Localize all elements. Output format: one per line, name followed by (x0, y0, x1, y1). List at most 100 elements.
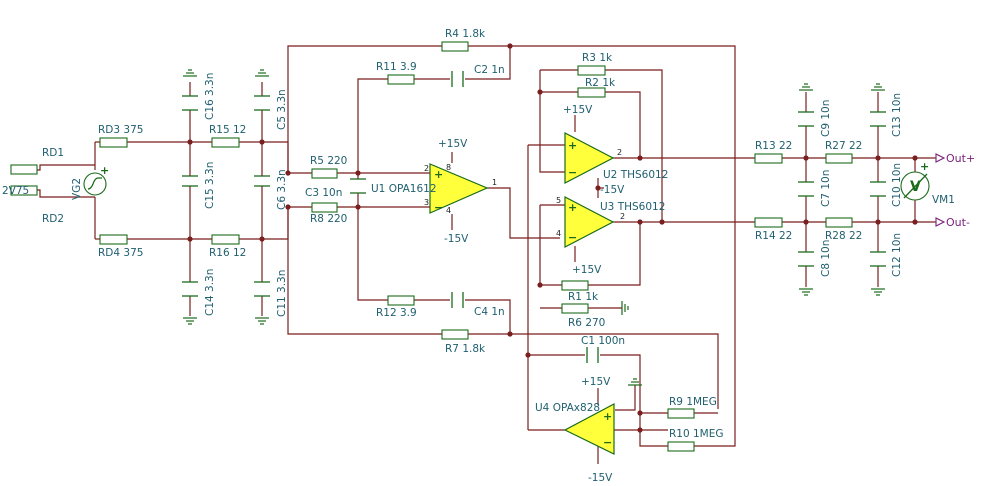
label-r12: R12 3.9 (376, 307, 417, 319)
label-rd3: RD3 375 (98, 124, 143, 136)
label-r5: R5 220 (310, 155, 347, 167)
resistor-r28 (825, 217, 853, 228)
label-r9: R9 1MEG (669, 396, 717, 408)
u1-plus-sign: + (434, 168, 443, 181)
resistor-r13 (754, 153, 783, 164)
resistor-r27 (825, 153, 853, 164)
output-ports (930, 153, 946, 227)
label-c3: C3 10n (305, 187, 342, 199)
u4-plus-sign: + (603, 410, 612, 423)
capacitors (182, 71, 886, 363)
capacitor-c16 (182, 95, 198, 111)
resistor-r11 (387, 74, 415, 85)
label-r3: R3 1k (582, 52, 613, 64)
label-r13: R13 22 (755, 140, 792, 152)
label-c7: C7 10n (820, 170, 832, 207)
vm1-plus-sign: + (920, 160, 929, 173)
resistor-r6 (561, 303, 589, 314)
resistor-r2 (577, 87, 606, 98)
capacitor-c9 (798, 111, 814, 127)
pin-u1-in-pos: 3 (424, 198, 429, 207)
label-r14: R14 22 (755, 230, 792, 242)
label-r2: R2 1k (585, 77, 616, 89)
signal-source-vg2 (83, 172, 107, 196)
resistor-rd1 (10, 164, 38, 175)
capacitor-c8 (798, 251, 814, 267)
pin-u1-vp: 8 (446, 163, 451, 172)
label-r8: R8 220 (310, 213, 347, 225)
label-r6: R6 270 (568, 317, 605, 329)
resistor-r4 (441, 41, 469, 52)
resistor-rd2 (10, 185, 38, 196)
label-rd4: RD4 375 (98, 247, 143, 259)
pin-u2-out: 2 (617, 148, 622, 157)
label-r10: R10 1MEG (669, 428, 724, 440)
resistor-r5 (311, 168, 338, 179)
capacitor-c5 (254, 95, 270, 111)
resistor-r3 (577, 65, 606, 76)
label-u4-vneg: -15V (588, 472, 613, 484)
voltmeter-vm1: V (900, 171, 930, 201)
label-out-neg: Out- (946, 216, 970, 229)
port-out-neg-arrow-icon (935, 217, 946, 227)
pin-u1-in-neg: 2 (424, 164, 429, 173)
capacitor-c7 (798, 181, 814, 197)
label-u4: U4 OPAx828 (535, 402, 600, 414)
wires (37, 45, 930, 464)
resistor-r9 (667, 408, 695, 419)
label-c11: C11 3.3n (276, 270, 288, 317)
label-c2: C2 1n (474, 64, 505, 76)
resistor-r1 (561, 280, 589, 291)
label-c9: C9 10n (820, 100, 832, 137)
resistor-r10 (667, 441, 695, 452)
pin-u1-out: 1 (492, 178, 497, 187)
label-u3: U3 THS6012 (600, 201, 665, 213)
capacitor-c11 (254, 281, 270, 297)
resistor-r8 (311, 202, 338, 213)
polarity-signs: + + − + − + − + − + (100, 139, 929, 449)
u2-minus-sign: − (568, 166, 577, 179)
label-c13: C13 10n (891, 93, 903, 137)
u2-plus-sign: + (568, 139, 577, 152)
capacitor-c1 (586, 347, 599, 363)
capacitor-c10 (870, 181, 886, 197)
pin-u1-vn: 4 (446, 206, 451, 215)
label-r1: R1 1k (568, 291, 599, 303)
capacitor-c2 (451, 71, 464, 87)
capacitor-c4 (451, 292, 464, 308)
label-c8: C8 10n (820, 240, 832, 277)
pin-u3-out: 2 (620, 212, 625, 221)
label-r15: R15 12 (209, 124, 246, 136)
label-c12: C12 10n (891, 233, 903, 277)
label-u4-vpos: +15V (581, 376, 611, 388)
label-u2-vpos: +15V (563, 104, 593, 116)
u3-plus-sign: + (568, 201, 577, 214)
ground-icon (621, 301, 629, 315)
capacitor-c15 (182, 172, 198, 190)
capacitor-c3 (350, 178, 366, 194)
label-c5: C5 3.3n (276, 89, 288, 130)
label-u23-vneg: -15V (600, 184, 625, 196)
resistor-r12 (387, 295, 415, 306)
resistors (10, 41, 853, 452)
ground-icon (799, 83, 813, 91)
label-r4: R4 1.8k (445, 28, 486, 40)
label-u1: U1 OPA1612 (371, 183, 437, 195)
label-c15: C15 3.3n (204, 162, 216, 209)
capacitor-c12 (870, 251, 886, 267)
resistor-r16 (211, 234, 240, 245)
ground-icon (255, 317, 269, 325)
opamp-u3 (564, 196, 615, 248)
pin-numbers: 2 3 1 8 4 2 5 4 2 (424, 148, 625, 238)
u1-minus-sign: − (434, 201, 443, 214)
component-labels: RD1 RD2 2V75 VG2 RD3 375 RD4 375 R15 12 … (2, 28, 975, 484)
resistor-r15 (211, 137, 240, 148)
resistor-r14 (754, 217, 783, 228)
label-r11: R11 3.9 (376, 61, 417, 73)
ground-icon (628, 378, 642, 386)
ground-icon (183, 69, 197, 77)
capacitor-c13 (870, 111, 886, 127)
label-c16: C16 3.3n (204, 73, 216, 120)
resistor-rd4 (99, 234, 128, 245)
